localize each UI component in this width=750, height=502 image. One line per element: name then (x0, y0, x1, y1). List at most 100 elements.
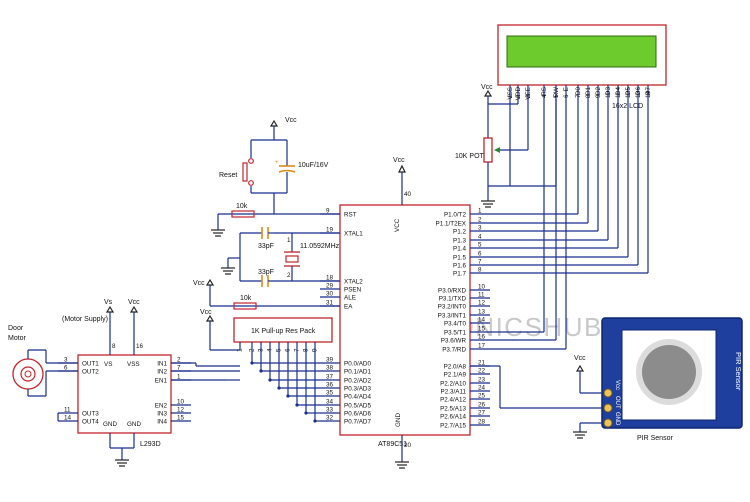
lcd-pin-number: 5 (553, 94, 560, 98)
mcu-left-pin-number: 18 (326, 275, 334, 282)
mcu-left-pin-name: P0.0/AD0 (344, 361, 371, 368)
mcu-left-pin-name: P0.1/AD1 (344, 369, 371, 376)
mcu-left-pin-name: P0.2/AD2 (344, 378, 371, 385)
motor-supply-label: (Motor Supply) (62, 316, 108, 323)
mcu-right-pin-number: 25 (478, 393, 486, 400)
mcu-vcc-pin: 40 (404, 191, 412, 198)
mcu-right-pin-name: P3.1/TXD (439, 296, 467, 303)
crystal-circuit: 33pF 33pF 1 2 11.0592MHz (221, 227, 340, 287)
driver-left-pin-number: 3 (64, 357, 68, 364)
lcd-pin-name: D7 (645, 87, 652, 96)
mcu-right-pin-number: 11 (478, 292, 485, 299)
crystal-label: 11.0592MHz (300, 243, 340, 250)
lcd-pin-number: 14 (645, 90, 652, 98)
mcu-left-pin-name: P0.7/AD7 (344, 419, 371, 426)
lcd-pin-number: 6 (563, 94, 570, 98)
mcu-right-pin-number: 14 (478, 317, 486, 324)
cap-33pf-a-label: 33pF (258, 243, 274, 250)
mcu-right-pin-name: P3.2/INT0 (438, 304, 467, 311)
mcu-right-pin-number: 3 (478, 225, 482, 232)
lcd-pin-number: 4 (541, 94, 548, 98)
door-motor-label-2: Motor (8, 335, 27, 342)
ea-vcc-label: Vcc (193, 280, 205, 287)
driver-right-pin-name: IN2 (157, 369, 167, 376)
pir-vcc-label: Vcc (574, 355, 586, 362)
mcu-at89c51: AT89C51 Vcc 40 VCC 20 GND (339, 157, 471, 469)
pir-board-text: PIR Sensor (734, 352, 743, 391)
mcu-right-pin-number: 6 (478, 251, 482, 258)
driver-right-pin-number: 1 (177, 374, 181, 381)
mcu-right-pin-name: P1.5 (453, 255, 466, 262)
svg-text:+: + (275, 159, 279, 166)
mcu-left-pin-number: 35 (326, 390, 334, 397)
lcd-pin-number: 3 (525, 94, 532, 98)
mcu-right-pin-number: 15 (478, 326, 486, 333)
mcu-left-pin-name: ALE (344, 295, 356, 302)
driver-right-pin-number: 10 (177, 399, 185, 406)
lcd-pin-name: RS (541, 87, 548, 96)
lcd-pin-number: 10 (605, 90, 612, 98)
mcu-right-pin-name: P3.3/INT1 (438, 313, 467, 320)
lcd-pin-name: D1 (585, 87, 592, 96)
mcu-left-pin-name: PSEN (344, 287, 362, 294)
junction-dot (268, 378, 272, 382)
driver-left-pin-name: OUT2 (82, 369, 99, 376)
mcu-left-pin-name: EA (344, 304, 353, 311)
driver-vs-label: VS (104, 361, 112, 368)
reset-vcc-label: Vcc (285, 117, 297, 124)
junction-dot (277, 386, 281, 390)
mcu-right-pin-name: P3.7/RD (442, 347, 466, 354)
mcu-right-pin-number: 4 (478, 234, 482, 241)
vss-supply-label: Vcc (128, 299, 140, 306)
mcu-right-pin-number: 22 (478, 368, 486, 375)
mcu-left-pin-number: 34 (326, 399, 334, 406)
mcu-right-pin-number: 13 (478, 309, 486, 316)
crystal-pin2: 2 (287, 272, 291, 279)
mcu-right-pin-number: 26 (478, 402, 486, 409)
lcd-pin-number: 11 (615, 91, 622, 98)
driver-vss-label: VSS (127, 361, 140, 368)
lcd-pin-name: RW (553, 87, 560, 97)
lcd-pin-name: D3 (605, 87, 612, 96)
mcu-right-pin-name: P1.3 (453, 238, 466, 245)
mcu-right-pin-name: P1.2 (453, 229, 466, 236)
mcu-left-pin-name: XTAL2 (344, 279, 363, 286)
lcd-pin-name: D5 (625, 87, 632, 96)
pot-body (483, 137, 493, 163)
driver-right-pin-name: EN1 (155, 378, 168, 385)
res-pack-pin-number: 1 (237, 348, 244, 352)
reset-circuit: Vcc Reset + 10uF/16V 10k (211, 117, 340, 237)
lcd-pin-name: D0 (575, 87, 582, 96)
reset-label: Reset (219, 172, 237, 179)
driver-left-pin-number: 14 (64, 415, 72, 422)
mcu-vcc-label: VCC (394, 218, 401, 232)
junction-dot (259, 369, 263, 373)
mcu-right-pin-name: P2.4/A12 (440, 397, 466, 404)
mcu-left-pin-number: 9 (326, 208, 330, 215)
mcu-left-pin-number: 36 (326, 382, 334, 389)
lcd-pin-number: 13 (635, 90, 642, 98)
driver-label: L293D (140, 441, 161, 448)
pir-sensor: PIR Sensor Vcc OUT GND PIR Sensor Vcc (470, 317, 743, 442)
driver-gnd-label-a: GND (103, 421, 117, 428)
mcu-left-pin-number: 30 (326, 291, 334, 298)
lcd-pin-name: VSS (507, 87, 514, 100)
pir-label: PIR Sensor (637, 435, 673, 442)
lcd-power-wiring: Vcc 10K POT (455, 84, 557, 208)
driver-gnd-label-b: GND (127, 421, 141, 428)
mcu-left-pins: 9RST19XTAL118XTAL229PSEN30ALE31EA39P0.0/… (320, 208, 371, 426)
vs-supply-label: Vs (104, 299, 113, 306)
cap-10uf-label: 10uF/16V (298, 162, 329, 169)
mcu-right-pin-name: P3.6/WR (441, 338, 467, 345)
mcu-left-pin-name: P0.3/AD3 (344, 386, 371, 393)
mcu-gnd-label: GND (395, 413, 402, 427)
lcd-pin-number: 7 (575, 94, 582, 98)
mcu-right-pin-number: 5 (478, 242, 482, 249)
driver-to-mcu-wires (171, 362, 225, 381)
mcu-right-pin-name: P1.1/T2EX (436, 221, 467, 228)
mcu-right-pin-number: 27 (478, 410, 486, 417)
lcd-pin-name: D2 (595, 87, 602, 96)
mcu-vcc-supply: Vcc (393, 157, 405, 164)
